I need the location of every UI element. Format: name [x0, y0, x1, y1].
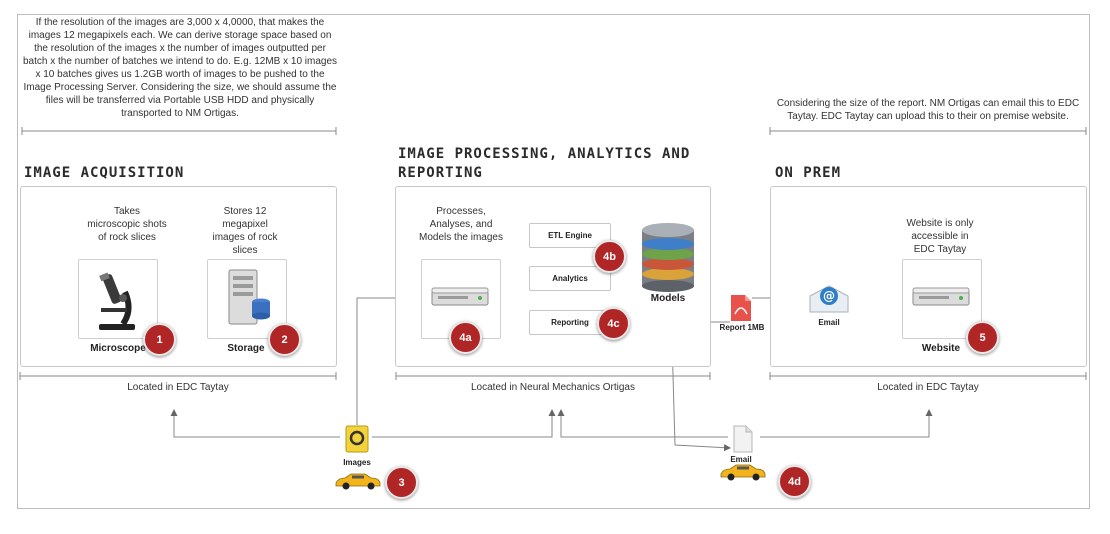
images-folder-icon[interactable]: [344, 424, 370, 454]
storage-calculation-note: If the resolution of the images are 3,00…: [22, 17, 338, 119]
models-label: Models: [650, 293, 686, 304]
transport-email-label: Email: [730, 455, 752, 464]
badge-3: 3: [385, 466, 418, 499]
car-icon: [720, 464, 766, 481]
acquisition-title: IMAGE ACQUISITION: [24, 165, 185, 181]
onprem-email-label: Email: [818, 318, 840, 327]
storage-label: Storage: [227, 343, 265, 354]
badge-4d: 4d: [778, 465, 811, 498]
badge-4a: 4a: [449, 321, 482, 354]
car-icon: [335, 473, 381, 490]
database-icon: [642, 223, 694, 292]
analytics-box[interactable]: Analytics: [529, 266, 611, 291]
pdf-report-icon[interactable]: [729, 294, 753, 322]
processing-location: Located in Neural Mechanics Ortigas: [471, 382, 635, 393]
svg-text:@: @: [823, 289, 835, 303]
server-description: Processes, Analyses, and Models the imag…: [419, 206, 503, 243]
microscope-label: Microscope: [90, 343, 146, 354]
email-document-icon[interactable]: [732, 425, 754, 453]
images-label: Images: [343, 458, 371, 467]
onprem-location: Located in EDC Taytay: [877, 382, 979, 393]
etl-engine-box[interactable]: ETL Engine: [529, 223, 611, 248]
report-size-note: Considering the size of the report. NM O…: [776, 98, 1080, 122]
onprem-title: ON PREM: [775, 165, 842, 181]
server-icon: [912, 287, 970, 306]
microscope-description: Takes microscopic shots of rock slices: [87, 206, 167, 243]
website-label: Website: [921, 343, 961, 354]
server-icon: [431, 287, 489, 306]
processing-title-line2: REPORTING: [398, 165, 483, 181]
storage-server-icon: [228, 269, 270, 325]
badge-1: 1: [143, 323, 176, 356]
microscope-icon: [99, 272, 135, 330]
acquisition-location: Located in EDC Taytay: [127, 382, 229, 393]
badge-4c: 4c: [597, 307, 630, 340]
website-description: Website is only accessible in EDC Taytay: [906, 218, 974, 255]
storage-description: Stores 12 megapixel images of rock slice…: [212, 206, 278, 256]
badge-5: 5: [966, 321, 999, 354]
report-label: Report 1MB: [719, 323, 765, 332]
processing-title-line1: IMAGE PROCESSING, ANALYTICS AND: [398, 146, 691, 162]
badge-4b: 4b: [593, 240, 626, 273]
badge-2: 2: [268, 323, 301, 356]
email-icon[interactable]: @: [808, 284, 850, 314]
